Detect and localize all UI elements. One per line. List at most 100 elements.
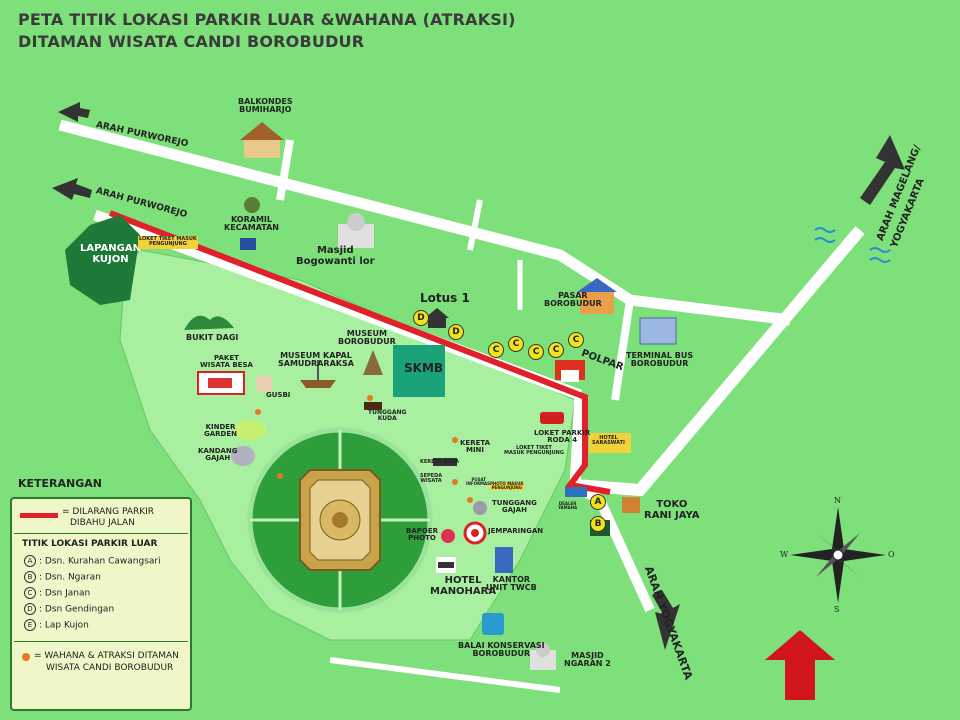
compass-n: N bbox=[834, 496, 841, 505]
bapoer-icon bbox=[441, 529, 455, 543]
dealer-icon bbox=[565, 487, 587, 497]
compass-rose bbox=[790, 507, 886, 603]
legend-wahana-label: = WAHANA & ATRAKSI DITAMAN bbox=[34, 651, 179, 661]
legend-key-b: B bbox=[24, 571, 36, 583]
label-jemparingan: JEMPARINGAN bbox=[488, 527, 544, 535]
compass-e: O bbox=[888, 550, 895, 559]
museum-kapal-icon bbox=[300, 360, 336, 388]
parking-marker-c[interactable]: C bbox=[548, 342, 564, 358]
parking-marker-d[interactable]: D bbox=[448, 324, 464, 340]
balkondes-icon bbox=[240, 122, 284, 158]
legend-item-d: D: Dsn Gendingan bbox=[24, 603, 114, 615]
gajah-icon bbox=[231, 446, 255, 466]
skmb-block bbox=[393, 345, 445, 397]
legend-item-b: B: Dsn. Ngaran bbox=[24, 571, 101, 583]
legend-red-line bbox=[20, 513, 58, 518]
arrow-magelang bbox=[860, 135, 905, 205]
legend-item-e: E: Lap Kujon bbox=[24, 619, 89, 631]
label-kereta-kuda: KERETA KUDA bbox=[420, 459, 460, 465]
label-bukit-dagi: BUKIT DAGI bbox=[186, 333, 239, 342]
car-icon bbox=[540, 412, 564, 424]
parking-marker-c[interactable]: C bbox=[528, 344, 544, 360]
parking-marker-c[interactable]: C bbox=[508, 336, 524, 352]
parking-marker-a[interactable]: A bbox=[590, 494, 606, 510]
arrow-yogyakarta bbox=[652, 590, 680, 650]
legend-heading: KETERANGAN bbox=[18, 477, 102, 490]
lapangan-kujon bbox=[65, 215, 140, 305]
legend-parking-title: TITIK LOKASI PARKIR LUAR bbox=[22, 539, 158, 549]
legend-key-e: E bbox=[24, 619, 36, 631]
legend-key-a: A bbox=[24, 555, 36, 567]
label-skmb: SKMB bbox=[404, 361, 444, 375]
compass-s: S bbox=[834, 605, 840, 614]
kuda-icon bbox=[364, 402, 382, 410]
legend-box: = DILARANG PARKIR DIBAHU JALAN TITIK LOK… bbox=[10, 497, 192, 711]
legend-item-a: A: Dsn. Kurahan Cawangsari bbox=[24, 555, 161, 567]
kinder-icon bbox=[234, 420, 266, 440]
river-waves bbox=[814, 227, 891, 263]
gusbi-icon bbox=[256, 376, 272, 392]
legend-wahana-dot bbox=[22, 653, 30, 661]
hotel-saraswati-icon bbox=[589, 433, 631, 453]
jemparingan-icon bbox=[463, 521, 487, 545]
legend-wahana-label-2: WISATA CANDI BOROBUDUR bbox=[46, 663, 174, 673]
koramil-icon bbox=[240, 197, 260, 250]
balai-icon bbox=[482, 613, 504, 635]
map-title-line1: PETA TITIK LOKASI PARKIR LUAR &WAHANA (A… bbox=[18, 10, 516, 29]
parking-marker-c[interactable]: C bbox=[488, 342, 504, 358]
arrow-purworejo-1 bbox=[58, 102, 90, 122]
parking-marker-b[interactable]: B bbox=[590, 516, 606, 532]
paket-icon bbox=[197, 371, 245, 395]
label-gusbi: GUSBI bbox=[266, 391, 291, 399]
legend-key-d: D bbox=[24, 603, 36, 615]
legend-red-line-label-2: DIBAHU JALAN bbox=[70, 518, 135, 528]
parking-marker-d[interactable]: D bbox=[413, 310, 429, 326]
polpar-icon bbox=[555, 360, 585, 382]
north-arrow bbox=[765, 630, 835, 700]
tunggang-gajah-icon bbox=[473, 501, 487, 515]
parking-marker-c[interactable]: C bbox=[568, 332, 584, 348]
wahana-dots bbox=[255, 395, 473, 503]
bukit-icon bbox=[184, 315, 234, 330]
kereta-icon bbox=[433, 458, 457, 466]
map-title-line2: DITAMAN WISATA CANDI BOROBUDUR bbox=[18, 32, 365, 51]
pasar-icon bbox=[577, 278, 617, 314]
arrow-purworejo-2 bbox=[52, 178, 92, 200]
compass-w: W bbox=[780, 550, 789, 559]
masjid-ngaran-icon bbox=[530, 643, 556, 670]
lotus-icon bbox=[425, 308, 449, 328]
hotel-manohara-icon bbox=[436, 557, 456, 573]
legend-key-c: C bbox=[24, 587, 36, 599]
museum-borobudur-icon bbox=[363, 350, 383, 375]
terminal-icon bbox=[639, 317, 677, 345]
